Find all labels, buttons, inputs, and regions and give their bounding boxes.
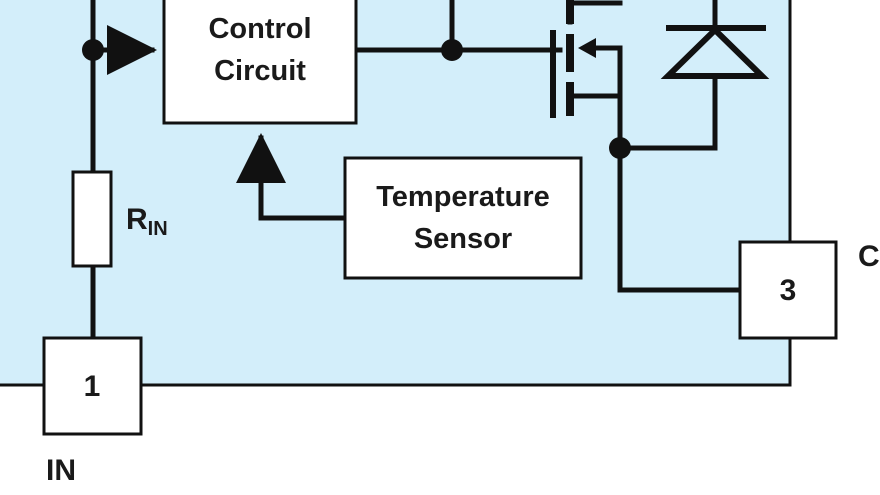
pin-1-number: 1 [84, 370, 101, 403]
junction-source [609, 137, 631, 159]
sensor-to-control-wire [236, 133, 348, 221]
control-circuit-label-line1: Control [208, 13, 311, 45]
junction-input [82, 39, 104, 61]
pin-3: 3 [738, 240, 838, 340]
wires [90, 0, 743, 341]
control-circuit-label-line2: Circuit [214, 55, 306, 87]
pin-3-label: C [858, 240, 880, 273]
diode-triangle [660, 25, 770, 79]
temperature-sensor-label-line2: Sensor [414, 223, 512, 255]
mosfet-body-arrow [578, 38, 596, 58]
pin-1: 1 [42, 336, 143, 436]
diode-symbol [660, 25, 770, 79]
source-wire [567, 45, 623, 99]
temperature-sensor-block: Temperature Sensor [343, 156, 583, 280]
junction-gate [441, 39, 463, 61]
diode-wire [617, 73, 718, 151]
output-wire [617, 145, 743, 293]
temperature-sensor-label-line1: Temperature [376, 181, 550, 213]
control-circuit-block: Control Circuit [162, 0, 358, 125]
resistor-label-main: R [126, 203, 148, 236]
mosfet-symbol [550, 0, 596, 118]
pin-1-label: IN [46, 454, 76, 487]
resistor-label: RIN [126, 203, 168, 240]
resistor-label-subscript: IN [148, 218, 168, 240]
pin-3-number: 3 [780, 274, 797, 307]
resistor-rin: RIN [71, 170, 168, 268]
